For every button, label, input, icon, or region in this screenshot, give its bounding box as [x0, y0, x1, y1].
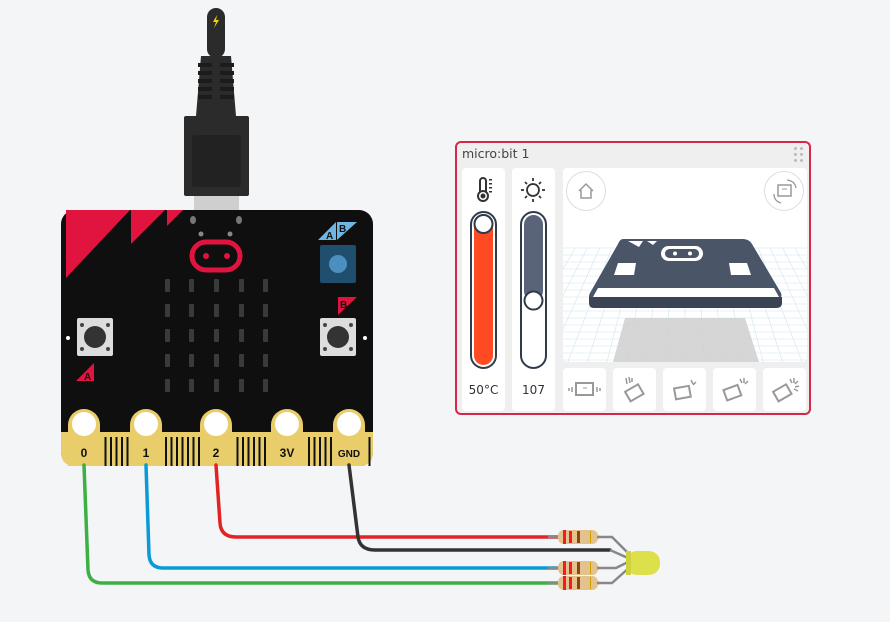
- resistor[interactable]: [548, 530, 600, 544]
- led-pixel: [214, 379, 219, 392]
- led-pixel: [239, 304, 244, 317]
- temperature-knob[interactable]: [473, 214, 494, 234]
- pin-label: GND: [338, 449, 360, 460]
- light-slider[interactable]: [512, 168, 555, 411]
- lightning-icon: [213, 15, 219, 28]
- led-pixel: [263, 304, 268, 317]
- tilt-2-icon: [672, 379, 697, 401]
- led-pixel: [239, 279, 244, 292]
- home-button[interactable]: [566, 171, 606, 211]
- temperature-control: 50°C: [462, 168, 505, 411]
- 3d-view[interactable]: [563, 168, 807, 362]
- led-pixel: [214, 329, 219, 342]
- gesture-tilt-1-button[interactable]: [613, 368, 656, 411]
- button-b[interactable]: [320, 318, 356, 356]
- tilt-1-icon: [623, 376, 645, 403]
- gesture-shake-button[interactable]: [563, 368, 606, 411]
- resistor[interactable]: [548, 576, 600, 590]
- led-pixel: [214, 354, 219, 367]
- button-a-label: A: [84, 372, 91, 383]
- ab-label-b: B: [339, 224, 346, 235]
- led-pixel: [165, 279, 170, 292]
- led-pixel: [189, 329, 194, 342]
- wire-pin0[interactable]: [82, 463, 567, 585]
- pin-3v[interactable]: 3V: [271, 409, 303, 466]
- led-pixel: [165, 329, 170, 342]
- ab-label-a: A: [326, 231, 333, 242]
- gesture-tilt-3-button[interactable]: [713, 368, 756, 411]
- temperature-slider[interactable]: [462, 168, 505, 411]
- panel-title: micro:bit 1: [462, 146, 530, 161]
- led-pixel: [239, 329, 244, 342]
- gesture-tilt-2-button[interactable]: [663, 368, 706, 411]
- tilt-3-icon: [722, 378, 749, 402]
- drag-handle-icon[interactable]: [794, 147, 804, 163]
- led-pixel: [189, 354, 194, 367]
- resistor[interactable]: [548, 561, 600, 575]
- sun-icon: [521, 178, 545, 202]
- pin-2[interactable]: 2: [200, 409, 232, 466]
- thermometer-icon: [477, 177, 492, 202]
- pin-label: 1: [143, 446, 150, 460]
- microbit-board[interactable]: A B A B 0 1 2 3V GND: [61, 210, 373, 466]
- led-pixel: [214, 304, 219, 317]
- temperature-value: 50°C: [468, 383, 499, 397]
- led-pixel: [239, 354, 244, 367]
- led-pixel: [239, 379, 244, 392]
- pin-label: 3V: [280, 446, 295, 460]
- light-value: 107: [522, 383, 545, 397]
- led[interactable]: [597, 535, 660, 585]
- wire-pin1[interactable]: [144, 463, 567, 570]
- led-pixel: [165, 304, 170, 317]
- wire-gnd[interactable]: [347, 463, 612, 552]
- pin-0[interactable]: 0: [68, 409, 100, 466]
- resistors[interactable]: [548, 530, 600, 590]
- pin-label: 0: [81, 446, 88, 460]
- led-pixel: [263, 279, 268, 292]
- light-control: 107: [512, 168, 555, 411]
- pin-gnd[interactable]: GND: [333, 409, 365, 466]
- rotate-view-icon: [773, 179, 797, 204]
- gesture-tilt-4-button[interactable]: [763, 368, 806, 411]
- wire-pin2[interactable]: [214, 463, 567, 539]
- led-pixel: [214, 279, 219, 292]
- led-pixel: [165, 379, 170, 392]
- led-pixel: [263, 329, 268, 342]
- button-a[interactable]: [77, 318, 113, 356]
- led-pixel: [189, 279, 194, 292]
- microbit-sim-panel[interactable]: micro:bit 1 50°C: [455, 141, 811, 415]
- rotate-view-button[interactable]: [764, 171, 804, 211]
- button-ab[interactable]: [320, 245, 356, 283]
- tilt-4-icon: [771, 378, 800, 403]
- led-matrix: [165, 279, 268, 392]
- led-pixel: [165, 354, 170, 367]
- led-pixel: [189, 304, 194, 317]
- usb-cable[interactable]: [184, 8, 249, 210]
- shake-icon: [568, 382, 601, 396]
- pin-label: 2: [213, 446, 220, 460]
- led-pixel: [263, 379, 268, 392]
- led-pixel: [263, 354, 268, 367]
- pin-1[interactable]: 1: [130, 409, 162, 466]
- button-b-label: B: [340, 300, 347, 311]
- light-knob[interactable]: [523, 290, 544, 311]
- home-icon: [578, 182, 594, 199]
- logo-touch[interactable]: [189, 239, 243, 273]
- led-pixel: [189, 379, 194, 392]
